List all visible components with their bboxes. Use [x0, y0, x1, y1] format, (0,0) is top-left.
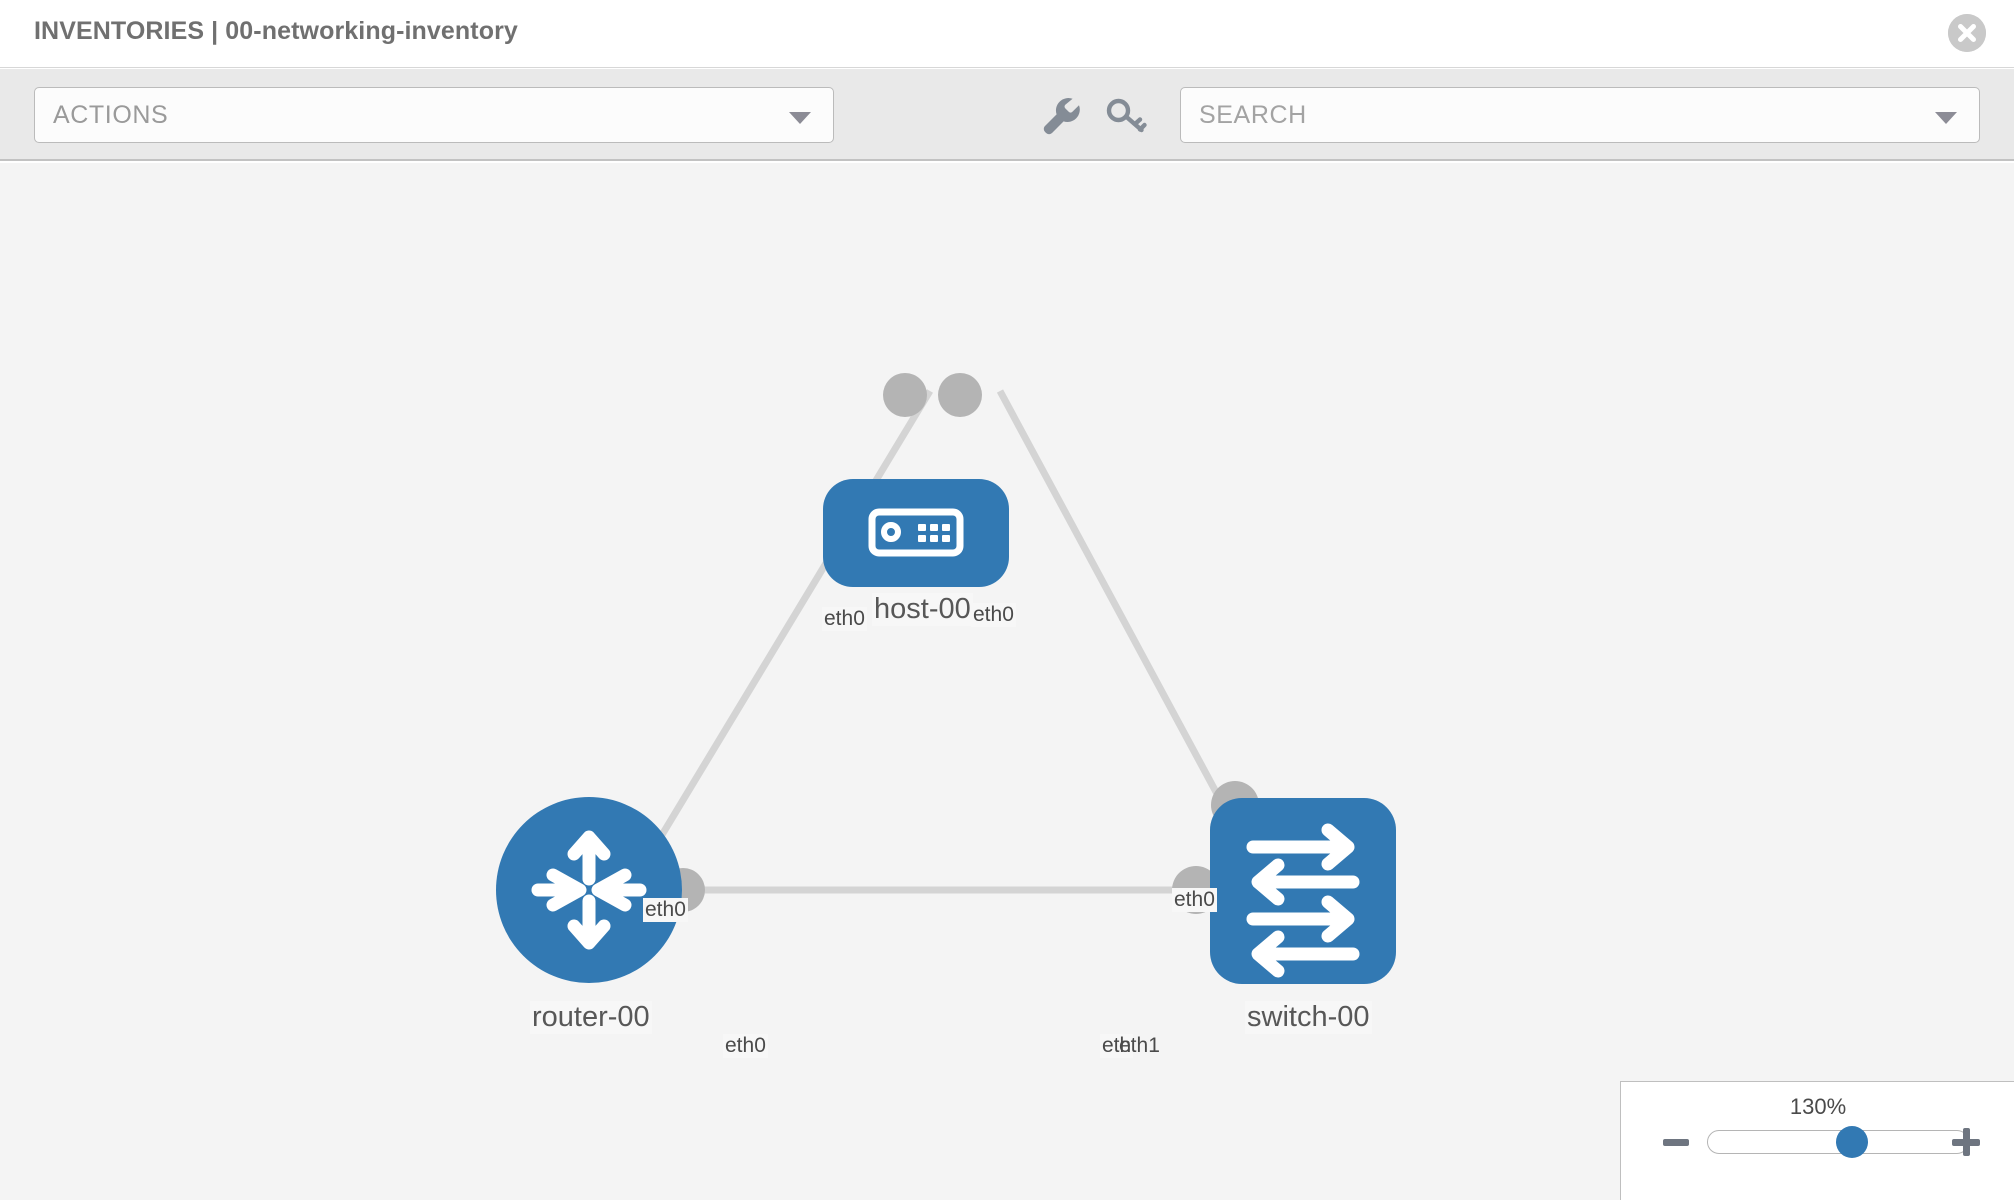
node-label-switch-00: switch-00 — [1245, 1001, 1372, 1034]
search-input[interactable]: SEARCH — [1180, 87, 1980, 143]
search-placeholder: SEARCH — [1199, 101, 1307, 129]
zoom-level-value: 130% — [1789, 1094, 1847, 1119]
iface-label-router00-eth0-north: eth0 — [643, 898, 688, 922]
links-layer — [642, 389, 1234, 894]
endpoint-host00-right — [938, 373, 982, 417]
node-label-host-00: host-00 — [872, 593, 973, 626]
close-icon[interactable] — [1948, 14, 1986, 52]
actions-dropdown[interactable]: ACTIONS — [34, 87, 834, 143]
link-endpoints-layer — [661, 373, 1259, 914]
plus-icon[interactable] — [1952, 1128, 1980, 1156]
page-header: INVENTORIES | 00-networking-inventory — [0, 0, 2014, 68]
chevron-down-icon — [789, 112, 811, 124]
node-host-00 — [823, 479, 1009, 587]
topology-canvas[interactable]: host-00 router-00 switch-00 eth0 eth0 et… — [0, 163, 2014, 1200]
node-router-00 — [496, 797, 682, 983]
chevron-down-icon[interactable] — [1935, 112, 1957, 124]
topology-graph — [496, 373, 1396, 984]
iface-label-switch00-eth-overlap: eth — [1100, 1034, 1134, 1058]
node-label-router-00: router-00 — [530, 1001, 652, 1034]
link-host00-router00 — [642, 389, 933, 865]
node-switch-00 — [1210, 798, 1396, 984]
iface-label-switch00-eth1-west: eth1 — [1119, 1034, 1160, 1057]
endpoint-host00-left — [883, 373, 927, 417]
zoom-control-panel: 130% — [1620, 1081, 2014, 1200]
wrench-icon[interactable] — [1034, 89, 1086, 141]
iface-label-host00-eth0-right: eth0 — [971, 603, 1016, 627]
zoom-slider-thumb[interactable] — [1836, 1126, 1868, 1158]
link-host00-switch00 — [996, 389, 1234, 820]
iface-label-host00-eth0-left: eth0 — [822, 607, 867, 631]
router-four-arrows-icon — [531, 830, 647, 950]
actions-dropdown-label: ACTIONS — [53, 101, 169, 129]
minus-icon[interactable] — [1663, 1139, 1689, 1146]
iface-label-router00-eth0-east: eth0 — [723, 1034, 768, 1058]
switch-exchange-arrows-icon — [1246, 823, 1360, 978]
iface-label-switch00-eth0-north: eth0 — [1172, 888, 1217, 912]
page-title: INVENTORIES | 00-networking-inventory — [34, 17, 518, 45]
server-appliance-icon — [868, 508, 964, 557]
toolbar: ACTIONS SEARCH — [0, 69, 2014, 161]
key-icon[interactable] — [1100, 89, 1152, 141]
